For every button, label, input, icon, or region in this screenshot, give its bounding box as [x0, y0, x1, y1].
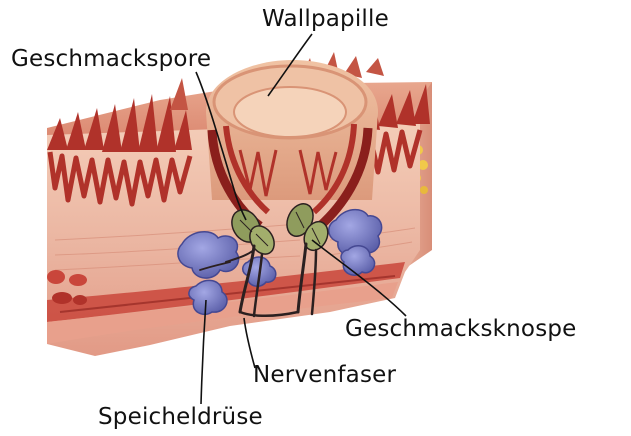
label-nervenfaser: Nervenfaser — [253, 364, 396, 387]
leader-nervenfaser — [244, 318, 255, 368]
label-geschmackspore: Geschmackspore — [11, 48, 211, 71]
label-wallpapille: Wallpapille — [262, 8, 389, 31]
label-geschmacksknospe: Geschmacksknospe — [345, 318, 577, 341]
label-speicheldruese: Speicheldrüse — [98, 406, 263, 429]
